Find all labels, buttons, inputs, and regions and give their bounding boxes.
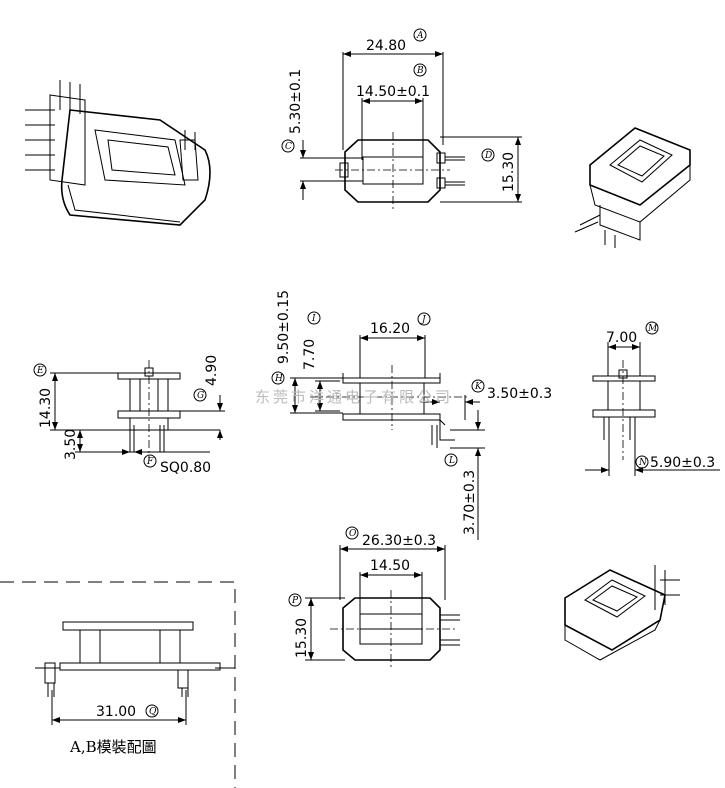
label-A: A [416, 31, 424, 41]
dim-Q-value: 31.00 [96, 704, 136, 720]
isometric-view-top-left [25, 80, 211, 226]
label-N: N [638, 458, 648, 468]
label-O: O [349, 529, 357, 539]
dim-M-value: 7.00 [606, 330, 637, 346]
dim-F-value: SQ0.80 [160, 460, 211, 476]
left-side-view: 14.30 E 4.90 G 3.50 F SQ0.80 [33, 355, 225, 476]
label-P: P [291, 596, 299, 606]
label-J: J [420, 315, 427, 325]
dim-B-value: 14.50±0.1 [356, 84, 430, 100]
bottom-view: O 26.30±0.3 14.50 P 15.30 [288, 526, 460, 668]
dim-D-value: 15.30 [501, 152, 517, 192]
dim-J-value: 16.20 [370, 321, 410, 337]
isometric-view-top-right [574, 127, 691, 248]
dim-N-value: 5.90±0.3 [650, 455, 715, 471]
top-view: 24.80 A 14.50±0.1 B 5.30±0.1 C 15.30 D [281, 28, 522, 212]
dim-L-value: 3.70±0.3 [462, 470, 478, 535]
label-F: F [146, 457, 154, 467]
label-H: H [274, 374, 283, 384]
front-view: 9.50±0.15 H 7.70 I 16.20 J K 3.50±0.3 L … [271, 290, 552, 540]
label-B: B [416, 66, 424, 76]
dim-O-value: 26.30±0.3 [362, 533, 436, 549]
label-L: L [448, 456, 455, 466]
label-D: D [484, 151, 492, 161]
dim-K-value: 3.50±0.3 [487, 386, 552, 402]
dim-I-value: 7.70 [302, 339, 318, 370]
isometric-view-bottom-right [564, 565, 680, 661]
label-Q: Q [149, 707, 157, 717]
label-K: K [474, 382, 483, 392]
label-C: C [285, 142, 292, 152]
right-side-view: 7.00 M N 5.90±0.3 [585, 321, 720, 476]
label-G: G [197, 391, 204, 401]
label-E: E [36, 366, 44, 376]
assembly-caption: A,B模裝配圖 [69, 738, 157, 756]
label-M: M [647, 324, 658, 334]
dim-G-value: 4.90 [204, 355, 220, 386]
dim-A-value: 24.80 [366, 38, 406, 54]
label-I: I [311, 314, 316, 324]
dim-H-value: 9.50±0.15 [276, 290, 292, 364]
dim-E-value: 14.30 [38, 388, 54, 428]
assembly-view: 31.00 Q A,B模裝配圖 [0, 581, 236, 788]
dim-pin-height-value: 3.50 [63, 429, 79, 460]
dim-inner-value: 14.50 [370, 558, 410, 574]
dim-P-value: 15.30 [294, 618, 310, 658]
dim-C-value: 5.30±0.1 [288, 69, 304, 134]
watermark: 东莞市洋通电子有限公司 [255, 388, 453, 406]
